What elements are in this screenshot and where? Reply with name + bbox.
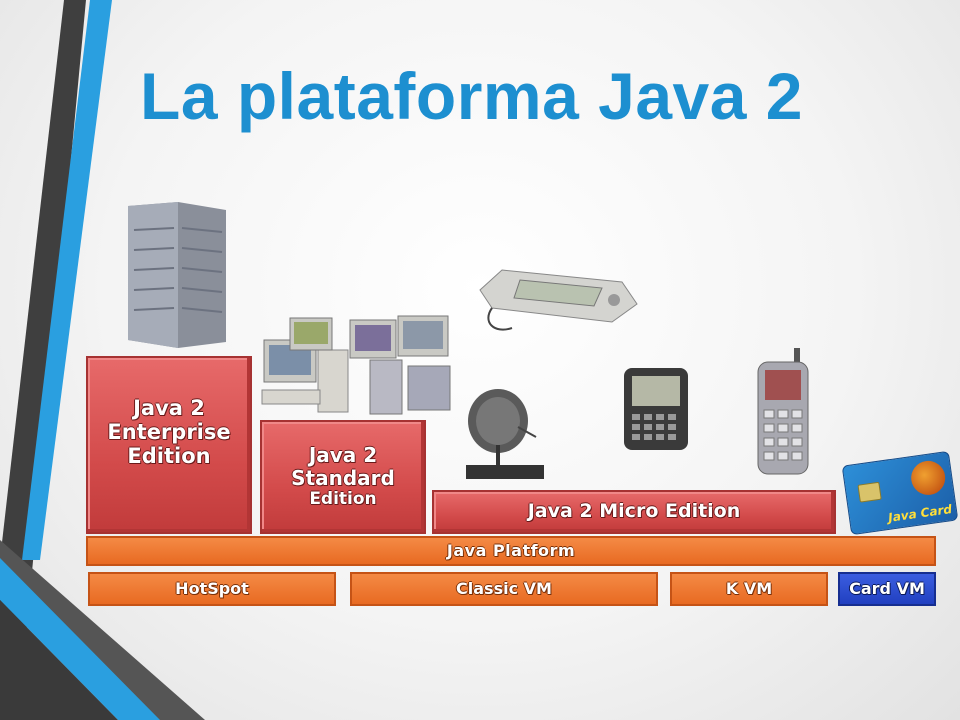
handheld-pda-icon [479,269,638,331]
deco-bottom-dark [0,540,205,720]
micro-edition-label: Java 2 Micro Edition [527,500,741,523]
java-card-label: Java Card [887,502,953,525]
vm-card-label: Card VM [849,578,925,598]
card-mascot [908,458,948,498]
satellite-dish-icon [466,389,544,479]
vm-classic: Classic VM [350,572,658,606]
enterprise-line-2: Enterprise [107,420,231,445]
vm-kvm-label: K VM [725,578,773,598]
vm-kvm: K VM [670,572,828,606]
java-platform-bar: Java Platform [86,536,936,566]
desktop-computers-icon [261,315,451,415]
vm-card: Card VM [838,572,936,606]
deco-dark-stripe [0,0,86,720]
vm-hotspot-label: HotSpot [175,578,249,598]
vm-hotspot: HotSpot [88,572,336,606]
enterprise-line-3: Edition [127,444,211,469]
slide-title: La plataforma Java 2 [140,59,803,133]
java-platform-label: Java Platform [446,540,576,560]
standard-line-3: Edition [309,489,377,510]
deco-bottom-blue [0,558,160,720]
micro-edition-block: Java 2 Micro Edition [432,490,836,534]
vm-classic-label: Classic VM [456,578,552,598]
standard-line-1: Java 2 [308,443,378,468]
pager-icon [624,368,688,450]
server-icon [128,202,226,348]
enterprise-edition-block: Java 2 Enterprise Edition [86,356,252,534]
deco-blue-stripe [22,0,112,560]
deco-bottom-corner [0,600,118,720]
card-chip [857,481,882,503]
enterprise-line-1: Java 2 [133,396,205,420]
java-card-icon: Java Card [841,450,959,536]
standard-line-2: Standard [291,466,395,491]
standard-edition-block: Java 2 Standard Edition [260,420,426,534]
mobile-phone-icon [757,348,809,475]
